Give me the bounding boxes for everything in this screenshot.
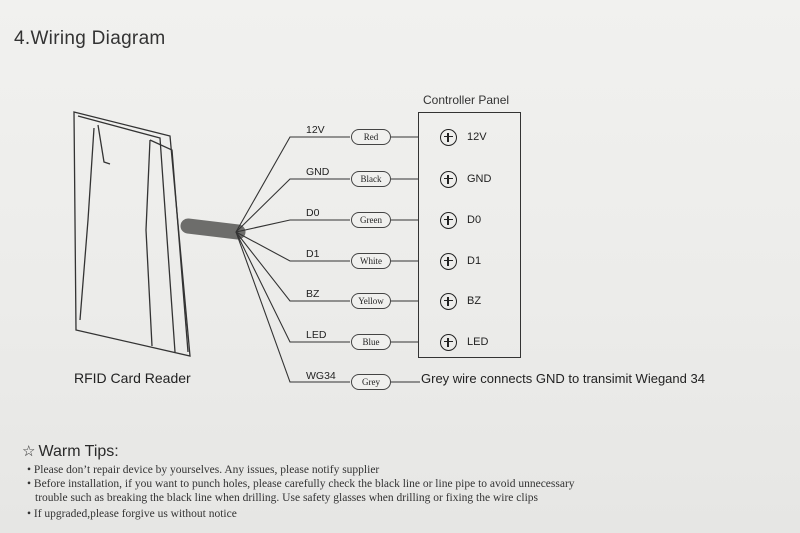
wire-color-pill: Yellow	[351, 293, 391, 309]
wire-color-pill: Red	[351, 129, 391, 145]
plus-terminal-icon	[440, 333, 457, 351]
controller-panel-box	[418, 112, 521, 358]
diagram-title: 4.Wiring Diagram	[14, 28, 166, 49]
warm-tips-heading: Warm Tips:	[38, 443, 119, 460]
wire-label: BZ	[306, 288, 320, 300]
panel-terminal: D1	[440, 251, 481, 271]
cable	[180, 218, 246, 240]
wire-line	[235, 231, 350, 302]
plus-terminal-icon	[440, 170, 457, 188]
wire-color-pill: White	[351, 253, 391, 269]
warm-tips-title: ☆Warm Tips:	[22, 442, 119, 461]
wire-line	[235, 136, 350, 233]
panel-terminal: D0	[440, 210, 481, 230]
card-reader-label: RFID Card Reader	[74, 370, 191, 386]
grey-wire-note: Grey wire connects GND to transimit Wieg…	[421, 371, 705, 386]
controller-panel-title: Controller Panel	[423, 93, 510, 107]
wire-label: WG34	[306, 370, 336, 382]
wire-label: 12V	[306, 124, 325, 136]
wire-label: D1	[306, 248, 320, 260]
terminal-label: GND	[467, 173, 492, 185]
wire-fanout	[235, 136, 420, 383]
wire-label: GND	[306, 166, 330, 178]
wire-color-pill: Green	[351, 212, 391, 228]
wire-label: D0	[306, 207, 320, 219]
panel-terminal: GND	[440, 169, 491, 189]
wire-color-pill: Blue	[351, 334, 391, 350]
card-reader-illustration	[73, 111, 191, 357]
wire-line	[235, 231, 350, 262]
wire-color-pill: Grey	[351, 374, 391, 390]
terminal-label: BZ	[467, 295, 482, 307]
terminal-label: 12V	[467, 131, 487, 143]
plus-terminal-icon	[440, 211, 457, 229]
panel-terminal: LED	[440, 332, 488, 352]
tip-line: • Before installation, if you want to pu…	[27, 478, 575, 490]
terminal-label: D0	[467, 214, 482, 226]
plus-terminal-icon	[440, 128, 457, 146]
terminal-label: LED	[467, 336, 489, 348]
wire-line	[235, 178, 350, 233]
panel-terminal: BZ	[440, 291, 481, 311]
plus-terminal-icon	[440, 292, 457, 310]
plus-terminal-icon	[440, 252, 457, 270]
terminal-label: D1	[467, 255, 482, 267]
tip-line: • Please don’t repair device by yourselv…	[27, 464, 380, 476]
wire-color-pill: Black	[351, 171, 391, 187]
star-icon: ☆	[22, 443, 36, 460]
wire-line	[235, 219, 350, 233]
tip-line: trouble such as breaking the black line …	[35, 492, 539, 504]
wire-line	[235, 231, 350, 383]
tip-line: • If upgraded,please forgive us without …	[27, 508, 237, 520]
wire-label: LED	[306, 329, 327, 341]
panel-terminal: 12V	[440, 127, 487, 147]
wire-line	[235, 231, 350, 343]
